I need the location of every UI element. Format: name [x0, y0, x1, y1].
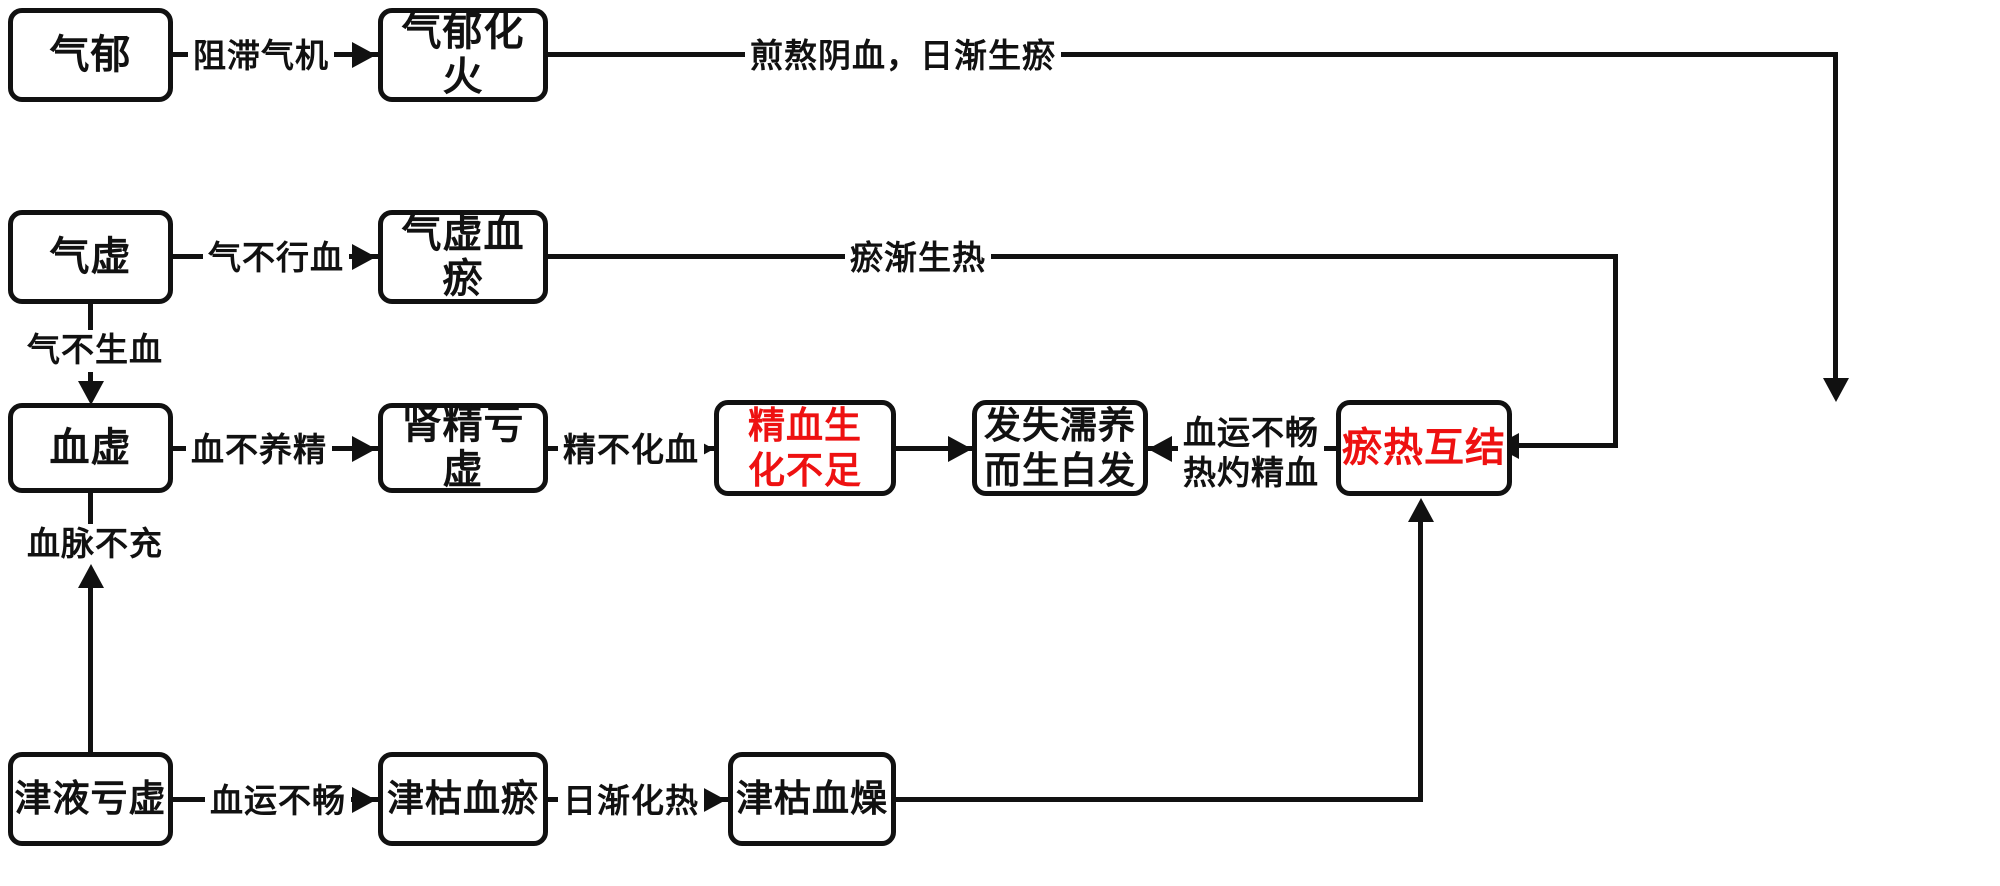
arrowhead-right-icon [702, 787, 726, 813]
node-label: 津枯血燥 [736, 777, 888, 821]
edge-qiyuhuahuo-to-yurehujie-h [548, 52, 1838, 57]
arrowhead-up-icon [78, 564, 104, 588]
edge-label-xuebuyangjing: 血不养精 [186, 430, 332, 470]
edge-jinye-to-xuexu-v1 [88, 586, 93, 612]
arrowhead-right-icon [352, 42, 376, 68]
arrowhead-up-icon [1408, 498, 1434, 522]
node-label: 气虚 [49, 233, 132, 280]
arrowhead-right-icon [352, 787, 376, 813]
arrowhead-down-icon [1823, 378, 1849, 402]
node-jingxueshenghuabuzu[interactable]: 精血生 化不足 [714, 400, 896, 496]
edge-label-zuzhiqiji: 阻滞气机 [188, 36, 334, 76]
arrowhead-right-icon [948, 436, 972, 462]
node-xuexu[interactable]: 血虚 [8, 403, 173, 493]
edge-label-xuemaibuchong: 血脉不充 [22, 524, 168, 564]
node-label: 气郁 [49, 31, 132, 78]
arrowhead-right-icon [352, 244, 376, 270]
edge-label-qibushengxue: 气不生血 [22, 330, 168, 370]
node-shenjing[interactable]: 肾精亏虚 [378, 403, 548, 493]
edge-label-jianaoyinxue: 煎熬阴血，日渐生瘀 [745, 36, 1061, 76]
edge-jinkuxuezao-to-yurehujie-h [896, 797, 1423, 802]
node-jinkuxuezao[interactable]: 津枯血燥 [728, 752, 896, 846]
node-qixu[interactable]: 气虚 [8, 210, 173, 304]
arrowhead-left-icon [1148, 436, 1172, 462]
node-label: 发失濡养 而生白发 [984, 403, 1136, 492]
edge-qixuxueyu-to-yurehujie-v [1613, 254, 1618, 448]
node-fashiruyang[interactable]: 发失濡养 而生白发 [972, 400, 1148, 496]
edge-label-yujianshengre: 瘀渐生热 [845, 238, 991, 278]
edge-label-jingbuhuaxue: 精不化血 [558, 430, 704, 470]
node-qiyuhuahuo[interactable]: 气郁化火 [378, 8, 548, 102]
edge-jingxue-to-fashi [896, 446, 976, 451]
node-qixuxueyu[interactable]: 气虚血瘀 [378, 210, 548, 304]
edge-qixuxueyu-to-yurehujie-h [548, 254, 1618, 259]
node-label: 肾精亏虚 [401, 402, 525, 493]
node-label: 津枯血瘀 [387, 777, 539, 821]
node-jinkuxueyu[interactable]: 津枯血瘀 [378, 752, 548, 846]
node-label: 瘀热互结 [1342, 424, 1506, 471]
arrowhead-down-icon [78, 381, 104, 405]
node-label: 津液亏虚 [14, 777, 167, 821]
node-label: 血虚 [49, 424, 132, 471]
edge-jinye-to-xuexu-v0 [88, 493, 93, 541]
edge-label-qibuxingxue: 气不行血 [203, 238, 349, 278]
arrowhead-right-icon [352, 436, 376, 462]
edge-label-rijianhuare: 日渐化热 [558, 781, 704, 821]
edge-qiyuhuahuo-to-yurehujie-v [1833, 52, 1838, 382]
node-jinyekuixu[interactable]: 津液亏虚 [8, 752, 173, 846]
edge-qixu-to-xuexu-v1 [88, 304, 93, 354]
edge-label-xueyunbuchang: 血运不畅 [205, 781, 351, 821]
edge-jinye-to-xuexu-v2 [88, 608, 93, 756]
edge-qixuxueyu-to-yurehujie-h2 [1510, 443, 1618, 448]
node-label: 精血生 化不足 [748, 403, 862, 492]
edge-label-xueyunbuchang-reshuojingxue: 血运不畅 热灼精血 [1178, 413, 1324, 493]
node-label: 气郁化火 [401, 9, 525, 100]
node-yurehujie[interactable]: 瘀热互结 [1336, 400, 1512, 496]
node-qiyu[interactable]: 气郁 [8, 8, 173, 102]
node-label: 气虚血瘀 [401, 211, 525, 302]
edge-jinkuxuezao-to-yurehujie-v [1418, 522, 1423, 800]
